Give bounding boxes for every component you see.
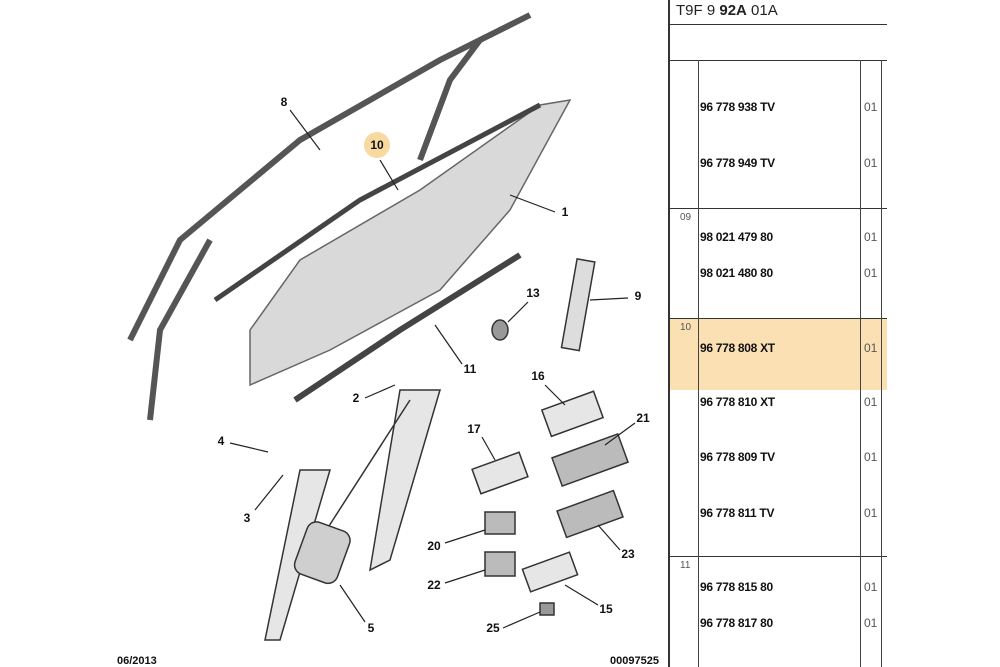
part-number[interactable]: 96 778 808 XT	[700, 341, 775, 355]
door-frame-seal	[127, 12, 532, 342]
quantity: 01	[864, 156, 878, 170]
callout-20[interactable]: 20	[427, 539, 441, 553]
quantity: 01	[864, 506, 878, 520]
part-13	[491, 319, 509, 341]
column-divider	[881, 60, 882, 667]
parts-table: T9F 9 92A 01A 09 10 11 96 778 938 TV 01 …	[668, 0, 889, 667]
part-number[interactable]: 96 778 810 XT	[700, 395, 775, 409]
blank-margin	[887, 0, 1000, 667]
footer-reference: 00097525	[610, 655, 659, 667]
quantity: 01	[864, 395, 878, 409]
callout-5[interactable]: 5	[367, 621, 375, 635]
quantity: 01	[864, 341, 878, 355]
title-prefix: T9F 9	[676, 2, 720, 19]
footer-date: 06/2013	[117, 655, 157, 667]
part-20	[484, 511, 516, 535]
callout-11[interactable]: 11	[463, 362, 477, 376]
callout-8[interactable]: 8	[280, 95, 288, 109]
callout-1[interactable]: 1	[561, 205, 569, 219]
quantity: 01	[864, 230, 878, 244]
part-number[interactable]: 96 778 815 80	[700, 580, 773, 594]
callout-2[interactable]: 2	[352, 391, 360, 405]
callout-25[interactable]: 25	[486, 621, 500, 635]
part-16	[540, 390, 605, 438]
part-17	[471, 451, 529, 495]
table-title: T9F 9 92A 01A	[676, 2, 778, 19]
part-number[interactable]: 98 021 479 80	[700, 230, 773, 244]
regulator-motor	[293, 521, 351, 585]
outer-glass-strip	[293, 252, 522, 403]
callout-16[interactable]: 16	[531, 369, 545, 383]
quantity: 01	[864, 616, 878, 630]
callout-9[interactable]: 9	[634, 289, 642, 303]
part-25	[539, 602, 555, 616]
group-ref: 09	[680, 212, 692, 223]
part-number[interactable]: 96 778 938 TV	[700, 100, 775, 114]
group-ref: 11	[680, 560, 691, 571]
callout-23[interactable]: 23	[621, 547, 635, 561]
callout-3[interactable]: 3	[243, 511, 251, 525]
quantity: 01	[864, 266, 878, 280]
divider	[670, 24, 889, 25]
quantity: 01	[864, 100, 878, 114]
callout-21[interactable]: 21	[636, 411, 650, 425]
parts-diagram: 8 10 1 13 9 11 16 2 4 17 21 3 20 23 22 1…	[117, 12, 659, 667]
callout-17[interactable]: 17	[467, 422, 481, 436]
divider	[670, 556, 889, 557]
divider	[670, 318, 889, 319]
callout-13[interactable]: 13	[526, 286, 540, 300]
highlighted-row	[670, 319, 889, 390]
divider	[670, 60, 889, 61]
part-15	[521, 551, 579, 593]
title-suffix: 01A	[746, 2, 778, 19]
window-regulator	[264, 389, 442, 641]
quantity: 01	[864, 580, 878, 594]
inner-glass-strip	[213, 102, 542, 303]
callout-4[interactable]: 4	[217, 434, 225, 448]
part-23	[556, 489, 624, 539]
group-ref: 10	[680, 322, 692, 333]
part-number[interactable]: 96 778 817 80	[700, 616, 773, 630]
column-divider	[860, 60, 861, 667]
part-number[interactable]: 98 021 480 80	[700, 266, 773, 280]
callout-22[interactable]: 22	[427, 578, 441, 592]
part-number[interactable]: 96 778 809 TV	[700, 450, 775, 464]
callout-15[interactable]: 15	[599, 602, 613, 616]
part-22	[484, 551, 516, 577]
column-divider	[698, 60, 699, 667]
callout-10-highlighted[interactable]: 10	[364, 132, 390, 158]
window-glass	[249, 99, 572, 387]
quantity: 01	[864, 450, 878, 464]
part-9	[560, 258, 596, 352]
part-number[interactable]: 96 778 811 TV	[700, 506, 775, 520]
part-number[interactable]: 96 778 949 TV	[700, 156, 775, 170]
title-bold: 92A	[719, 2, 747, 19]
exploded-view-drawing	[127, 12, 636, 641]
part-21	[551, 432, 629, 488]
divider	[670, 208, 889, 209]
